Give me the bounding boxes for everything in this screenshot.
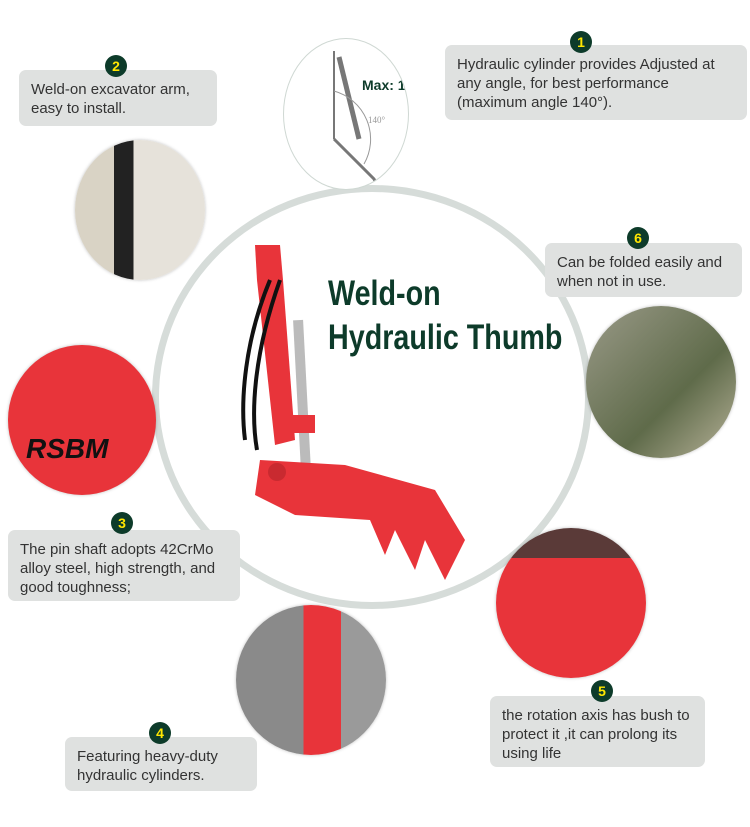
feature-text: The pin shaft adopts 42CrMo alloy steel,…: [20, 541, 216, 596]
product-title: Weld-on Hydraulic Thumb: [328, 272, 562, 360]
rsbm-logo: RSBM: [26, 433, 109, 464]
angle-label: 140°: [368, 115, 386, 125]
cylinder-photo: [236, 605, 386, 755]
feature-badge-6: 6: [627, 227, 649, 249]
feature-box-2: Weld-on excavator arm, easy to install.: [19, 70, 217, 126]
angle-diagram: Max: 140° 140°: [283, 38, 409, 190]
feature-box-5: the rotation axis has bush to protect it…: [490, 696, 705, 767]
feature-text: the rotation axis has bush to protect it…: [502, 707, 690, 762]
feature-box-1: Hydraulic cylinder provides Adjusted at …: [445, 45, 747, 120]
folded-photo: [586, 306, 736, 458]
arm-photo: [75, 140, 205, 280]
feature-badge-2: 2: [105, 55, 127, 77]
feature-badge-5: 5: [591, 680, 613, 702]
feature-text: Hydraulic cylinder provides Adjusted at …: [457, 56, 715, 111]
title-line-1: Weld-on: [328, 274, 441, 313]
feature-text: Featuring heavy-duty hydraulic cylinders…: [77, 748, 218, 784]
feature-badge-1: 1: [570, 31, 592, 53]
max-angle-label: Max: 140°: [362, 77, 408, 93]
main-product-image: [235, 240, 475, 590]
feature-text: Can be folded easily and when not in use…: [557, 254, 723, 290]
feature-box-6: Can be folded easily and when not in use…: [545, 243, 742, 297]
feature-badge-4: 4: [149, 722, 171, 744]
feature-text: Weld-on excavator arm, easy to install.: [31, 81, 190, 117]
pin-shaft-photo: RSBM: [8, 345, 156, 495]
feature-box-3: The pin shaft adopts 42CrMo alloy steel,…: [8, 530, 240, 601]
feature-box-4: Featuring heavy-duty hydraulic cylinders…: [65, 737, 257, 791]
feature-badge-3: 3: [111, 512, 133, 534]
rotation-axis-photo: [496, 528, 646, 678]
title-line-2: Hydraulic Thumb: [328, 318, 563, 357]
